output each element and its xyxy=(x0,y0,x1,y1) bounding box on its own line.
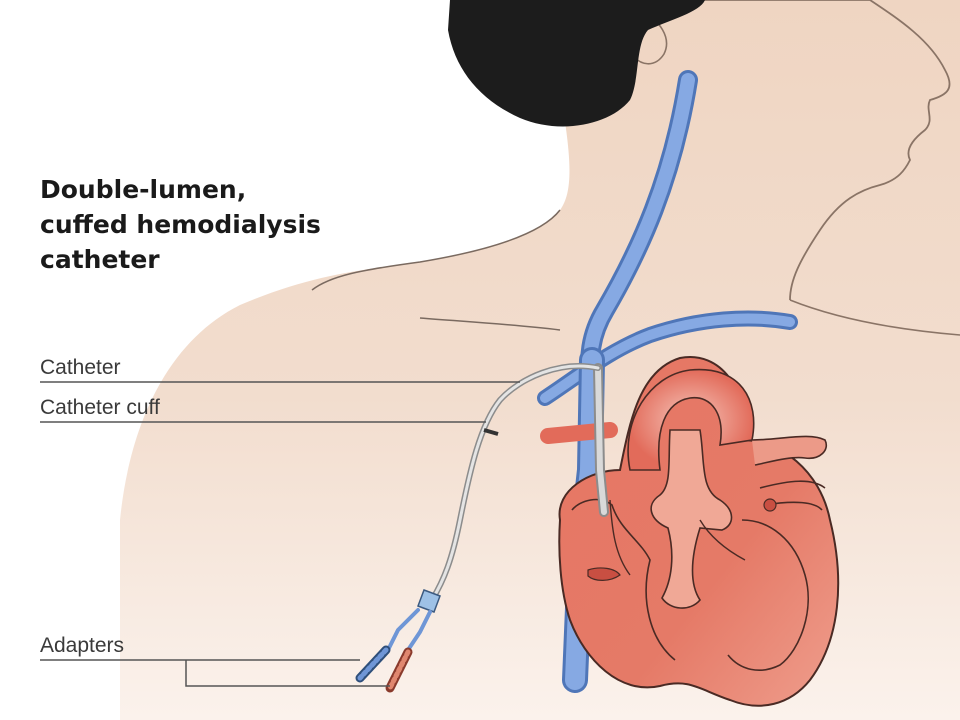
aortic-arch xyxy=(627,368,755,471)
catheter-tip-inner xyxy=(595,365,607,515)
pulmonary-trunk xyxy=(650,429,733,609)
aorta-branch xyxy=(751,435,827,466)
catheter-tunnel-inner xyxy=(430,364,600,602)
neck-left-edge xyxy=(311,209,561,291)
diagram-title: Double-lumen, cuffed hemodialysis cathet… xyxy=(40,172,400,277)
shoulder-line xyxy=(789,299,960,336)
adapter-hub xyxy=(417,589,441,613)
face-profile xyxy=(700,0,951,301)
hair xyxy=(448,0,705,127)
adapter-split xyxy=(386,608,432,652)
adapters-label: Adapters xyxy=(40,634,125,657)
catheter-label: Catheter xyxy=(40,356,121,379)
clavicle-line xyxy=(419,317,561,331)
left-chamber-outline xyxy=(571,498,676,661)
title-line-3: catheter xyxy=(40,245,160,274)
subclavian-vein-inner xyxy=(540,313,795,403)
catheter-cuff xyxy=(483,428,499,436)
valve-oval xyxy=(587,567,621,581)
heart-wall-detail xyxy=(609,499,746,576)
catheter-cuff-label: Catheter cuff xyxy=(40,396,160,419)
adapters-leader-line xyxy=(40,659,390,687)
vessel-opening xyxy=(763,498,777,512)
adapter-blue-inner xyxy=(357,647,389,681)
title-line-1: Double-lumen, xyxy=(40,175,247,204)
title-line-2: cuffed hemodialysis xyxy=(40,210,321,239)
right-chamber-outline xyxy=(727,519,809,671)
adapter-red-inner xyxy=(387,649,411,691)
